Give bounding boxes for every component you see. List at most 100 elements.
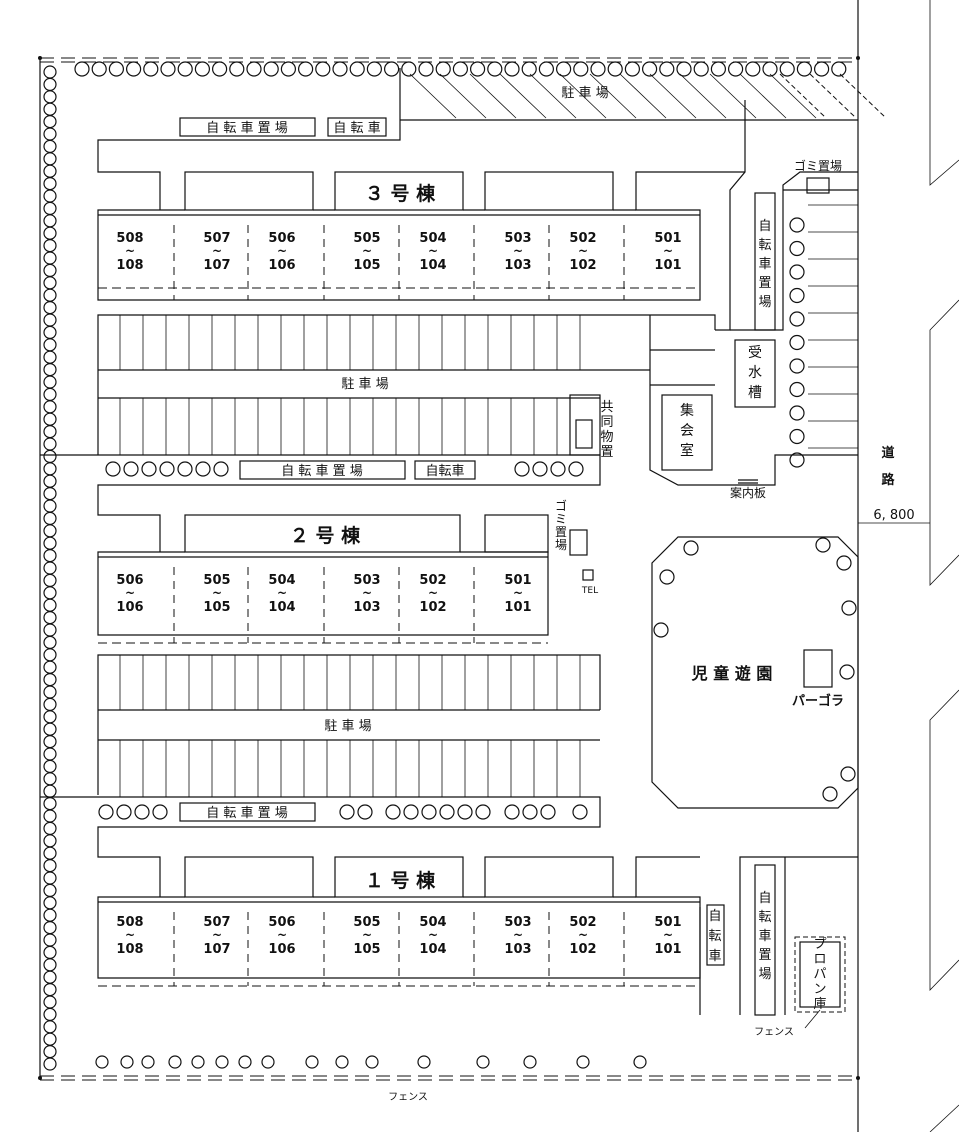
building-2-unit-tilde: ~ bbox=[428, 586, 438, 600]
tree-icon bbox=[238, 1055, 252, 1069]
tree-icon bbox=[213, 461, 229, 477]
tree-icon bbox=[43, 164, 57, 178]
tree-icon bbox=[401, 61, 417, 77]
tree-icon bbox=[43, 177, 57, 191]
bike-parking-vertical-label: 転 bbox=[758, 238, 771, 253]
tree-icon bbox=[417, 1055, 431, 1069]
tree-icon bbox=[813, 61, 830, 77]
tree-icon bbox=[514, 461, 530, 477]
tree-icon bbox=[43, 846, 57, 860]
tree-icon bbox=[43, 722, 57, 736]
tree-icon bbox=[653, 622, 669, 638]
building-2-unit-tilde: ~ bbox=[362, 586, 372, 600]
tree-icon bbox=[789, 428, 805, 445]
building-3-unit-top: 508 bbox=[116, 231, 143, 246]
tree-icon bbox=[573, 61, 589, 77]
tree-icon bbox=[365, 1055, 379, 1069]
tree-icon bbox=[43, 536, 57, 550]
tree-icon bbox=[43, 400, 57, 414]
propane-storage-label: パ bbox=[813, 967, 826, 982]
tree-icon bbox=[43, 363, 57, 377]
fence-label-right: フェンス bbox=[754, 1027, 794, 1038]
building-2-unit-bottom: 105 bbox=[203, 600, 230, 615]
tree-icon bbox=[43, 375, 57, 389]
tree-icon bbox=[43, 301, 57, 315]
tree-icon bbox=[840, 766, 856, 782]
tree-icon bbox=[43, 759, 57, 774]
noticeboard-label: 案内板 bbox=[730, 485, 766, 500]
building-3-unit-top: 507 bbox=[203, 231, 230, 246]
tree-icon bbox=[789, 452, 805, 468]
building-3-unit-bottom: 101 bbox=[654, 258, 681, 273]
building-1-unit-bottom: 108 bbox=[116, 942, 143, 957]
tree-icon bbox=[332, 61, 348, 77]
propane-storage-label: ロ bbox=[813, 952, 826, 967]
tree-icon bbox=[43, 338, 57, 352]
garbage-vertical-label: ゴ bbox=[555, 498, 567, 513]
tree-icon bbox=[43, 908, 57, 922]
tree-icon bbox=[839, 664, 855, 680]
tree-icon bbox=[523, 1055, 537, 1069]
building-2-label: ２ 号 棟 bbox=[290, 524, 361, 547]
tree-icon bbox=[246, 61, 262, 77]
building-1-unit-bottom: 101 bbox=[654, 942, 681, 957]
tree-icon bbox=[43, 648, 57, 662]
tree-icon bbox=[457, 804, 473, 820]
building-1-unit-bottom: 106 bbox=[268, 942, 295, 957]
fence-label-bottom: フェンス bbox=[388, 1092, 428, 1103]
building-2-unit-bottom: 106 bbox=[116, 600, 143, 615]
tree-icon bbox=[762, 61, 778, 77]
building-3-unit-top: 503 bbox=[504, 231, 531, 246]
tree-icon bbox=[315, 61, 331, 77]
tree-icon bbox=[43, 226, 57, 240]
assembly-room-label: 室 bbox=[680, 442, 694, 459]
tree-icon bbox=[568, 461, 584, 477]
tree-icon bbox=[43, 313, 57, 327]
tree-icon bbox=[43, 524, 57, 538]
tree-icon bbox=[43, 251, 57, 265]
tree-icon bbox=[43, 499, 57, 513]
tree-icon bbox=[43, 201, 57, 215]
tree-icon bbox=[822, 786, 838, 802]
tree-icon bbox=[43, 660, 57, 674]
tree-icon bbox=[789, 287, 805, 304]
tree-icon bbox=[43, 772, 57, 786]
playground bbox=[651, 536, 859, 809]
building-2-unit-top: 501 bbox=[504, 573, 531, 588]
building-1-unit-tilde: ~ bbox=[513, 928, 523, 942]
building-1-unit-top: 506 bbox=[268, 915, 295, 930]
storage-label: 物 bbox=[600, 430, 613, 445]
tree-icon bbox=[540, 804, 556, 820]
building-1-unit-bottom: 102 bbox=[569, 942, 596, 957]
tree-icon bbox=[576, 1055, 590, 1069]
boundary-trees-left bbox=[43, 65, 57, 1071]
building-3-unit-tilde: ~ bbox=[277, 244, 287, 258]
tree-icon bbox=[43, 350, 57, 364]
tree-icon bbox=[727, 61, 744, 77]
right-facilities bbox=[569, 100, 858, 581]
tree-icon bbox=[403, 804, 419, 820]
building-3-unit-tilde: ~ bbox=[212, 244, 222, 258]
tree-icon bbox=[43, 127, 57, 141]
tree-icon bbox=[43, 1020, 57, 1034]
tree-icon bbox=[43, 871, 57, 885]
bike-parking-vertical-label-bottom: 車 bbox=[758, 929, 771, 944]
tree-icon bbox=[831, 61, 847, 77]
tree-icon bbox=[43, 276, 57, 290]
tree-icon bbox=[43, 834, 57, 848]
building-2-unit-top: 503 bbox=[353, 573, 380, 588]
building-1-unit-top: 508 bbox=[116, 915, 143, 930]
building-3-label: ３ 号 棟 bbox=[365, 182, 436, 205]
assembly-room-label: 集 bbox=[680, 402, 694, 419]
tree-icon bbox=[261, 1055, 275, 1069]
tree-icon bbox=[126, 61, 142, 77]
building-2 bbox=[97, 514, 549, 644]
tree-icon bbox=[43, 511, 57, 526]
tree-icon bbox=[43, 114, 57, 129]
building-3-unit-top: 501 bbox=[654, 231, 681, 246]
tree-icon bbox=[43, 920, 57, 935]
building-1-unit-tilde: ~ bbox=[362, 928, 372, 942]
tree-icon bbox=[335, 1055, 349, 1069]
tree-icon bbox=[550, 461, 566, 477]
